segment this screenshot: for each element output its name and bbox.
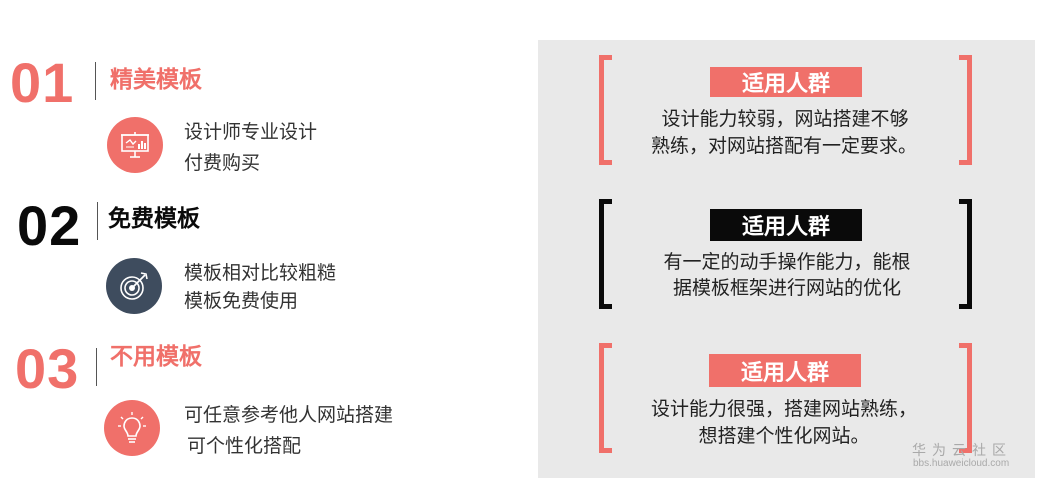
option-title: 精美模板 <box>110 67 202 93</box>
audience-desc-line: 有一定的动手操作能力，能根 <box>663 251 911 273</box>
target-arrow-icon <box>106 258 162 314</box>
option-desc-line: 模板相对比较粗糙 <box>184 262 337 284</box>
option-number: 01 <box>10 51 75 114</box>
divider-line <box>95 62 96 100</box>
option-desc-line: 可个性化搭配 <box>187 435 302 457</box>
option-desc-line: 可任意参考他人网站搭建 <box>184 404 394 426</box>
lightbulb-icon <box>104 400 160 456</box>
audience-desc-line: 据模板框架进行网站的优化 <box>672 277 901 299</box>
left-bracket <box>599 55 612 165</box>
option-title: 免费模板 <box>108 206 200 232</box>
left-bracket <box>599 199 612 309</box>
option-desc-line: 模板免费使用 <box>184 290 299 312</box>
divider-line <box>97 202 98 240</box>
option-desc-line: 设计师专业设计 <box>184 121 318 143</box>
watermark-url: bbs.huaweicloud.com <box>913 458 1010 469</box>
right-bracket <box>959 55 972 165</box>
audience-desc-line: 熟练，对网站搭配有一定要求。 <box>650 135 917 157</box>
presentation-chart-icon <box>107 117 163 173</box>
divider-line <box>96 348 97 386</box>
audience-desc-line: 想搭建个性化网站。 <box>698 425 870 447</box>
audience-desc-line: 设计能力很强，搭建网站熟练， <box>650 398 917 420</box>
audience-label: 适用人群 <box>710 209 862 241</box>
option-desc-line: 付费购买 <box>184 152 261 174</box>
watermark-name: 华为云社区 <box>912 443 1012 459</box>
left-bracket <box>599 343 612 453</box>
audience-label: 适用人群 <box>710 67 862 97</box>
audience-panel <box>538 40 1035 478</box>
option-number: 03 <box>15 337 80 400</box>
option-number: 02 <box>17 194 82 257</box>
right-bracket <box>959 343 972 453</box>
option-title: 不用模板 <box>110 344 202 370</box>
audience-desc-line: 设计能力较弱，网站搭建不够 <box>661 108 909 130</box>
right-bracket <box>959 199 972 309</box>
audience-label: 适用人群 <box>709 354 861 387</box>
